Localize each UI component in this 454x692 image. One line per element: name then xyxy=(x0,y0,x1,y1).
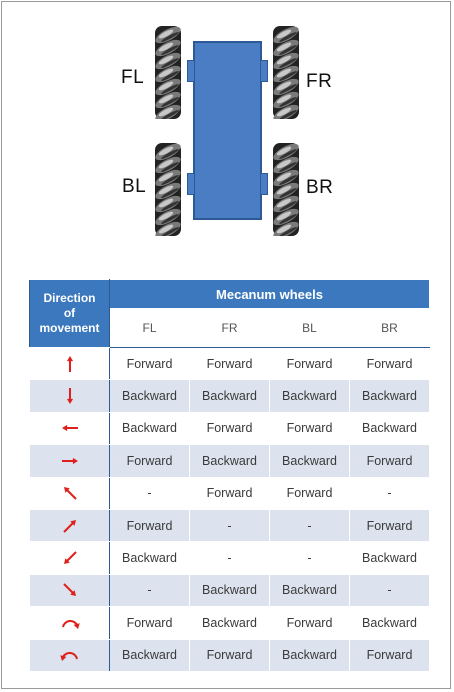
arrow-down-right-icon xyxy=(30,579,109,601)
wheel-action-cell: Forward xyxy=(189,476,270,510)
axle-br xyxy=(260,173,268,195)
wheel-action-cell: Forward xyxy=(269,346,350,381)
header-direction: Direction of movement xyxy=(29,279,110,348)
wheel-br-icon xyxy=(270,143,302,236)
direction-cell xyxy=(29,638,110,672)
robot-chassis xyxy=(193,41,262,220)
wheel-action-cell: Backward xyxy=(189,573,270,608)
direction-cell xyxy=(29,508,110,543)
wheel-action-cell: Forward xyxy=(349,346,430,381)
direction-cell xyxy=(29,411,110,446)
wheel-action-cell: Backward xyxy=(109,638,190,672)
wheel-action-cell: Backward xyxy=(109,541,190,575)
wheel-action-cell: Forward xyxy=(109,346,190,381)
wheel-action-cell: Backward xyxy=(189,379,270,413)
wheel-action-cell: - xyxy=(109,573,190,608)
column-header-bl: BL xyxy=(269,308,350,348)
wheel-action-cell: - xyxy=(189,541,270,575)
label-br: BR xyxy=(306,177,334,198)
arrow-left-icon xyxy=(30,417,109,439)
wheel-fr-icon xyxy=(270,26,302,119)
wheel-action-cell: Forward xyxy=(349,638,430,672)
column-header-fr: FR xyxy=(189,308,270,348)
label-fl: FL xyxy=(121,67,145,88)
rotate-counterclockwise-icon xyxy=(30,644,109,666)
rotate-clockwise-icon xyxy=(30,612,109,634)
wheel-action-cell: Forward xyxy=(349,444,430,478)
wheel-action-cell: Forward xyxy=(109,508,190,543)
header-direction-line1: Direction xyxy=(43,291,96,305)
wheel-action-cell: Backward xyxy=(109,411,190,446)
header-direction-line2: of xyxy=(63,306,76,320)
wheel-action-cell: Forward xyxy=(269,476,350,510)
wheel-action-cell: Forward xyxy=(189,346,270,381)
wheel-action-cell: - xyxy=(349,476,430,510)
wheel-action-cell: Forward xyxy=(109,444,190,478)
column-header-br: BR xyxy=(349,308,430,348)
mecanum-direction-table: Direction of movement Mecanum wheels FL … xyxy=(29,279,430,672)
wheel-action-cell: Backward xyxy=(189,444,270,478)
wheel-action-cell: Backward xyxy=(349,379,430,413)
header-direction-line3: movement xyxy=(39,321,100,335)
arrow-down-left-icon xyxy=(30,547,109,569)
wheel-bl-icon xyxy=(152,143,184,236)
wheel-action-cell: Backward xyxy=(269,573,350,608)
wheel-action-cell: - xyxy=(349,573,430,608)
wheel-action-cell: Backward xyxy=(109,379,190,413)
wheel-action-cell: - xyxy=(109,476,190,510)
wheel-action-cell: Backward xyxy=(269,444,350,478)
label-bl: BL xyxy=(122,176,147,197)
direction-cell xyxy=(29,379,110,413)
robot-diagram: FL FR BL BR xyxy=(0,0,454,245)
wheel-action-cell: - xyxy=(189,508,270,543)
direction-cell xyxy=(29,346,110,381)
arrow-up-left-icon xyxy=(30,482,109,504)
direction-cell xyxy=(29,476,110,510)
direction-cell xyxy=(29,606,110,640)
wheel-action-cell: Forward xyxy=(109,606,190,640)
wheel-action-cell: Backward xyxy=(349,411,430,446)
wheel-action-cell: Backward xyxy=(269,379,350,413)
axle-fl xyxy=(187,60,195,82)
table-row: Forward--Forward xyxy=(29,508,430,543)
wheel-action-cell: Backward xyxy=(349,606,430,640)
table-row: Backward--Backward xyxy=(29,541,430,575)
direction-cell xyxy=(29,573,110,608)
wheel-action-cell: Backward xyxy=(189,606,270,640)
direction-cell xyxy=(29,444,110,478)
wheel-action-cell: Backward xyxy=(269,638,350,672)
label-fr: FR xyxy=(306,71,333,92)
direction-cell xyxy=(29,541,110,575)
wheel-action-cell: Forward xyxy=(269,606,350,640)
arrow-up-right-icon xyxy=(30,515,109,537)
wheel-action-cell: - xyxy=(269,541,350,575)
wheel-action-cell: Forward xyxy=(269,411,350,446)
axle-fr xyxy=(260,60,268,82)
arrow-down-icon xyxy=(30,385,109,407)
wheel-fl-icon xyxy=(152,26,184,119)
axle-bl xyxy=(187,173,195,195)
wheel-action-cell: Forward xyxy=(189,638,270,672)
wheel-action-cell: - xyxy=(269,508,350,543)
wheel-action-cell: Backward xyxy=(349,541,430,575)
arrow-right-icon xyxy=(30,450,109,472)
wheel-action-cell: Forward xyxy=(349,508,430,543)
arrow-up-icon xyxy=(30,353,109,375)
column-header-fl: FL xyxy=(109,308,190,348)
wheel-action-cell: Forward xyxy=(189,411,270,446)
header-mecanum-wheels: Mecanum wheels xyxy=(109,279,430,309)
